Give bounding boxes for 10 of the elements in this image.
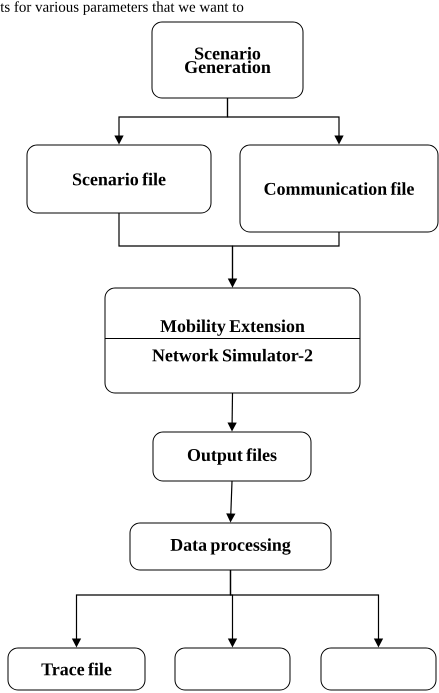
empty-box bbox=[174, 648, 290, 690]
empty-box bbox=[320, 648, 436, 690]
text-fragment: ts for various parameters that we want to bbox=[0, 1, 244, 15]
process-box: Scenario file bbox=[26, 144, 212, 214]
process-box: Scenario Generation bbox=[152, 22, 304, 98]
process-box: Trace file bbox=[8, 648, 146, 690]
process-box: Mobility Extension Network Simulator-2 bbox=[104, 288, 360, 394]
process-box: Data processing bbox=[130, 522, 332, 570]
process-box: Output files bbox=[152, 432, 312, 482]
process-box: Communication file bbox=[240, 144, 438, 232]
